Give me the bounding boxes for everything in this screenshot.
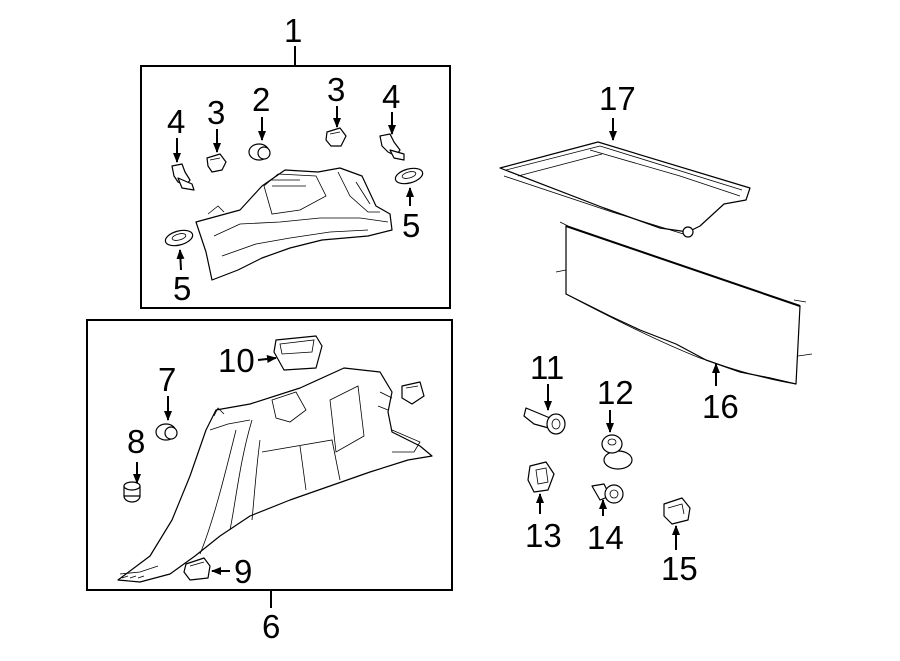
clip-13: 13 <box>525 461 562 554</box>
storage-bin-10: 10 <box>218 335 323 379</box>
bolt-4-left: 4 <box>167 103 195 191</box>
callout-11: 11 <box>530 349 564 386</box>
fastener-2: 2 <box>248 81 271 161</box>
callout-12: 12 <box>597 374 634 411</box>
callout-17: 17 <box>599 80 636 117</box>
callout-9: 9 <box>234 553 252 590</box>
callout-4-left: 4 <box>167 103 185 140</box>
clip-9: 9 <box>183 553 252 590</box>
callout-15: 15 <box>661 550 698 587</box>
upper-quarter-trim-group: 1 5 5 <box>140 12 451 309</box>
cargo-net-16: 16 <box>555 221 813 425</box>
push-pin-8: 8 <box>123 423 145 503</box>
bolt-4-right: 4 <box>379 78 405 161</box>
clip-15: 15 <box>661 497 698 587</box>
callout-10: 10 <box>218 342 255 379</box>
callout-14: 14 <box>587 519 624 556</box>
lower-quarter-trim-group: 6 10 <box>86 319 453 645</box>
callout-4-right: 4 <box>382 78 400 115</box>
callout-1: 1 <box>284 12 302 49</box>
clip-5-left: 5 <box>164 229 194 307</box>
fastener-14: 14 <box>587 483 624 556</box>
group-box-6 <box>86 319 453 591</box>
callout-3-left: 3 <box>207 94 225 131</box>
clip-3-right: 3 <box>325 71 347 147</box>
callout-5-left: 5 <box>173 270 191 307</box>
callout-3-right: 3 <box>327 71 345 108</box>
clip-5-right: 5 <box>394 167 424 244</box>
callout-5-right: 5 <box>402 207 420 244</box>
fastener-7: 7 <box>155 361 178 441</box>
callout-7: 7 <box>158 361 176 398</box>
callout-8: 8 <box>127 423 145 460</box>
callout-13: 13 <box>525 517 562 554</box>
cargo-cover-17: 17 <box>499 80 751 238</box>
clip-3-left: 3 <box>206 94 227 173</box>
callout-6: 6 <box>262 608 280 645</box>
callout-16: 16 <box>702 388 739 425</box>
upper-trim-panel <box>195 167 393 281</box>
clip-unlabeled <box>401 381 425 405</box>
grommet-11: 11 <box>523 349 566 435</box>
cap-12: 12 <box>597 374 634 470</box>
lower-trim-panel <box>117 367 433 583</box>
callout-2: 2 <box>252 81 270 118</box>
